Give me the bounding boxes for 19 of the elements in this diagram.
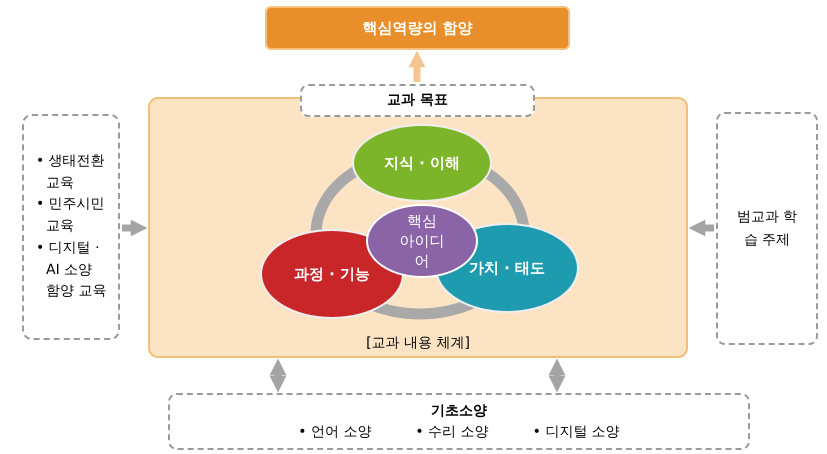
category-oval: 지식 · 이해 <box>352 124 492 202</box>
panel-title: [교과 내용 체계] <box>366 334 470 352</box>
arrow <box>408 50 426 82</box>
topic-list-box <box>22 114 120 340</box>
bullet-item: • 디지털 소양 <box>532 423 620 441</box>
bullet-item: • 생태전환 교육 <box>36 152 106 193</box>
arrow <box>688 220 714 236</box>
bullet-item: • 수리 소양 <box>415 423 489 441</box>
heading: 기초소양 <box>431 402 487 420</box>
goal-banner: 핵심역량의 함양 <box>265 6 570 50</box>
bullet-item: • 언어 소양 <box>298 423 372 441</box>
bullet-item: • 민주시민 교육 <box>36 195 106 236</box>
bullet-item: • 디지털 · AI 소양 함양 교육 <box>36 238 108 302</box>
literacy-box <box>168 393 750 450</box>
arrow <box>270 358 286 393</box>
arrow <box>122 220 148 236</box>
label-box: 교과 목표 <box>300 84 535 117</box>
arrow <box>548 358 566 393</box>
topic-box: 범교과 학습 주제 <box>716 112 818 345</box>
